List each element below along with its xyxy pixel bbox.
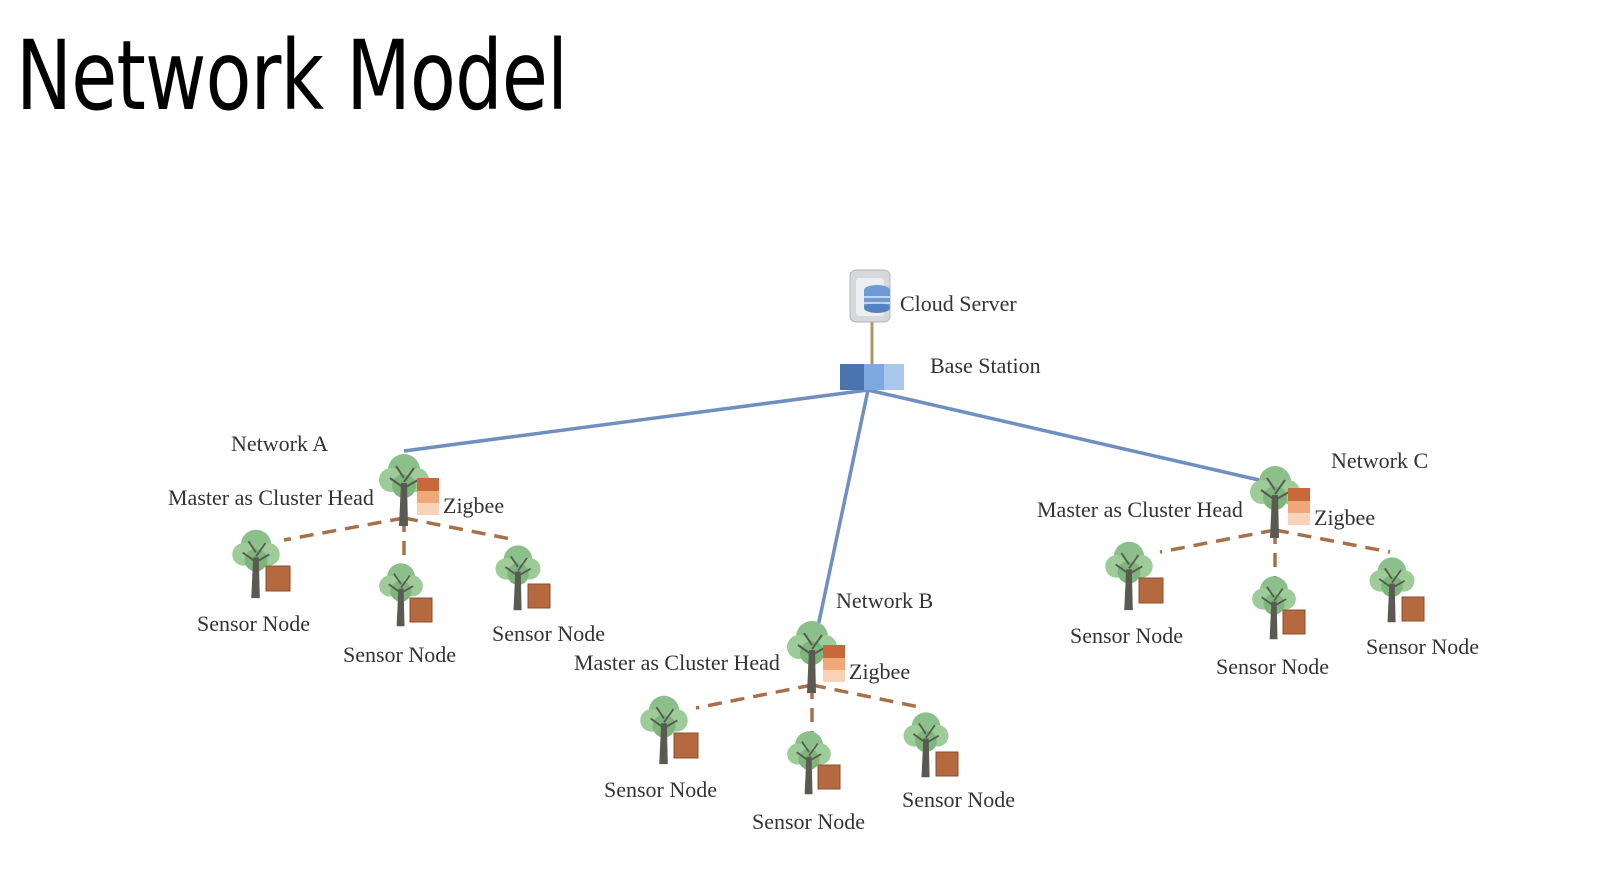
network-c-name: Network C	[1331, 448, 1428, 473]
network-b-sensor-2-label: Sensor Node	[752, 809, 865, 834]
network-b-sensor-1-label: Sensor Node	[604, 777, 717, 802]
network-b: Network B Master as Cluster Head Zigbee …	[574, 588, 1015, 834]
network-c-sensor-1-box	[1138, 577, 1164, 604]
network-b-sensor-1-box	[673, 732, 699, 759]
network-a-sensor-3-box	[527, 583, 551, 609]
cloud-server: Cloud Server	[849, 269, 1017, 323]
network-c-sensor-2-label: Sensor Node	[1216, 654, 1329, 679]
base-station-label: Base Station	[930, 353, 1041, 378]
network-c-sensor-1-label: Sensor Node	[1070, 623, 1183, 648]
network-b-sensor-3-box	[935, 751, 959, 777]
network-a-master-label: Master as Cluster Head	[168, 485, 374, 510]
network-b-protocol: Zigbee	[849, 659, 910, 684]
network-c-zigbee-module	[1288, 488, 1310, 525]
network-a-name: Network A	[231, 431, 328, 456]
base-station-icon	[840, 364, 864, 390]
network-c-sensor-3-box	[1401, 596, 1425, 622]
network-a-zigbee-links	[283, 516, 517, 568]
link-base-to-network-b	[810, 389, 870, 656]
network-b-sensor-2-box	[817, 764, 841, 790]
network-a-sensor-1-label: Sensor Node	[197, 611, 310, 636]
network-a-protocol: Zigbee	[443, 493, 504, 518]
base-station: Base Station	[840, 353, 1041, 390]
network-a-zigbee-module	[417, 478, 439, 515]
network-c-sensor-3-label: Sensor Node	[1366, 634, 1479, 659]
network-c: Network C Master as Cluster Head Zigbee …	[1037, 448, 1479, 679]
link-base-to-network-a	[403, 388, 869, 453]
network-b-master-label: Master as Cluster Head	[574, 650, 780, 675]
network-b-name: Network B	[836, 588, 933, 613]
network-a-sensor-3-label: Sensor Node	[492, 621, 605, 646]
network-a-sensor-1-box	[265, 565, 291, 592]
network-b-zigbee-links	[695, 683, 925, 735]
network-c-protocol: Zigbee	[1314, 505, 1375, 530]
network-c-master-label: Master as Cluster Head	[1037, 497, 1243, 522]
page-title: Network Model	[16, 20, 568, 132]
network-a-sensor-2-label: Sensor Node	[343, 642, 456, 667]
network-a: Network A Master as Cluster Head Zigbee …	[168, 431, 605, 667]
network-b-sensor-3-label: Sensor Node	[902, 787, 1015, 812]
network-b-zigbee-module	[823, 645, 845, 682]
backbone-links	[403, 388, 1260, 656]
link-base-to-network-c	[867, 388, 1260, 482]
network-c-sensor-2-box	[1282, 609, 1306, 635]
cloud-server-label: Cloud Server	[900, 291, 1017, 316]
network-a-sensor-2-box	[409, 597, 433, 623]
